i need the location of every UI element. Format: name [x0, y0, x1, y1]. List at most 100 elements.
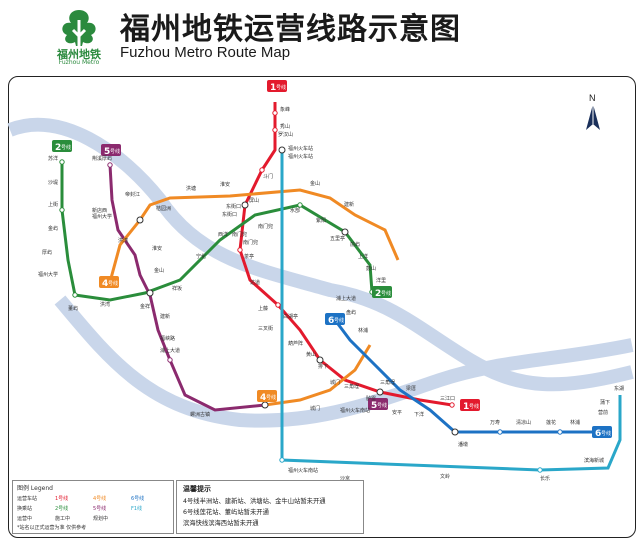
station-label[interactable]: 金屿 [48, 225, 58, 232]
station-marker[interactable] [72, 292, 78, 298]
station-label[interactable]: 福州火车南站 [288, 467, 318, 474]
station-label[interactable]: 福州火车南站 [340, 407, 370, 414]
station-label[interactable]: 螺洲古镇 [190, 411, 210, 418]
station-label[interactable]: 秀山 [280, 123, 290, 130]
station-label[interactable]: 福州火车站 [288, 153, 313, 160]
station-label[interactable]: 屏山 [249, 197, 259, 204]
interchange-marker[interactable] [341, 228, 349, 236]
station-marker[interactable] [167, 357, 173, 363]
station-label[interactable]: 洪湾 [100, 301, 110, 308]
station-label[interactable]: 洪塘 [186, 185, 196, 192]
station-marker[interactable] [272, 110, 278, 116]
line1-badge-north[interactable] [267, 80, 287, 92]
station-label[interactable]: 宁化 [196, 253, 206, 260]
station-label[interactable]: 浦上大道 [336, 295, 356, 302]
station-label[interactable]: 福峡路 [160, 335, 175, 342]
station-label[interactable]: 象峰 [280, 106, 290, 113]
station-label[interactable]: 五里亭 [330, 235, 345, 242]
station-label[interactable]: 洋里 [376, 277, 386, 284]
station-label[interactable]: 文岭 [440, 473, 450, 480]
station-label[interactable]: 城门 [310, 405, 320, 412]
line2-badge-east[interactable] [372, 286, 392, 298]
station-label[interactable]: 帝封江 [125, 191, 140, 198]
station-label[interactable]: 建新 [344, 201, 354, 208]
station-label[interactable]: 董屿 [68, 305, 78, 312]
station-label[interactable]: 三叉街 [258, 325, 273, 332]
station-label[interactable]: 白湖亭 [283, 313, 298, 320]
station-marker[interactable] [59, 207, 65, 213]
station-label[interactable]: 林浦 [570, 419, 580, 426]
station-label[interactable]: 蒲下 [600, 399, 610, 406]
station-marker[interactable] [59, 159, 65, 165]
station-label[interactable]: 鼓山 [366, 265, 376, 272]
station-marker[interactable] [237, 247, 243, 253]
station-marker[interactable] [272, 127, 278, 133]
station-label[interactable]: 荆溪厚屿 [92, 155, 112, 162]
station-label[interactable]: 福州大学 [92, 213, 112, 220]
station-label[interactable]: 滨海新城 [584, 457, 604, 464]
station-marker[interactable] [497, 429, 503, 435]
station-label[interactable]: 福州火车站 [288, 145, 313, 152]
station-label[interactable]: 上街 [48, 201, 58, 208]
station-label[interactable]: 南门兜 [258, 223, 273, 230]
station-label[interactable]: 前屿 [350, 241, 360, 248]
interchange-marker[interactable] [278, 146, 286, 154]
station-label[interactable]: 浦上大道 [160, 347, 180, 354]
station-label[interactable]: 建新 [160, 313, 170, 320]
station-label[interactable]: 斗门 [263, 173, 273, 180]
line4-badge-south[interactable] [257, 390, 277, 402]
station-label[interactable]: 葫芦阵 [288, 340, 303, 347]
station-label[interactable]: 桔园洲 [156, 205, 171, 212]
station-label[interactable]: 东湖 [614, 385, 624, 392]
station-label[interactable]: 南门兜 [232, 231, 247, 238]
station-label[interactable]: 东街口 [222, 211, 237, 218]
station-label[interactable]: 达道 [250, 279, 260, 286]
station-label[interactable]: 紫阳 [316, 217, 326, 224]
station-label[interactable]: 万寿 [490, 419, 500, 426]
interchange-marker[interactable] [376, 388, 384, 396]
station-label[interactable]: 新店西 [92, 207, 107, 214]
line6-badge-north[interactable] [325, 313, 345, 325]
station-marker[interactable] [449, 402, 455, 408]
station-label[interactable]: 梁厝 [406, 385, 416, 392]
station-label[interactable]: 黄山 [306, 351, 316, 358]
station-label[interactable]: 清凉山 [516, 419, 531, 426]
station-label[interactable]: 金山 [310, 180, 320, 187]
station-label[interactable]: 西洋 [218, 231, 228, 238]
station-label[interactable]: 福州大学 [38, 271, 58, 278]
station-marker[interactable] [107, 162, 113, 168]
station-label[interactable]: 安平 [392, 409, 402, 416]
station-label[interactable]: 洪湾 [118, 237, 128, 244]
interchange-marker[interactable] [316, 356, 324, 364]
station-marker[interactable] [275, 302, 281, 308]
station-marker[interactable] [557, 429, 563, 435]
interchange-marker[interactable] [136, 216, 144, 224]
station-label[interactable]: 东街口 [226, 203, 241, 210]
station-label[interactable]: 上洋 [358, 253, 368, 260]
station-label[interactable]: 水部 [290, 207, 300, 214]
station-marker[interactable] [537, 467, 543, 473]
station-label[interactable]: 金山 [154, 267, 164, 274]
station-label[interactable]: 潘墩 [458, 441, 468, 448]
station-label[interactable]: 盘屿 [346, 309, 356, 316]
interchange-marker[interactable] [241, 201, 249, 209]
station-label[interactable]: 长乐 [540, 475, 550, 482]
station-label[interactable]: 祥坂 [172, 285, 182, 292]
station-marker[interactable] [279, 457, 285, 463]
station-label[interactable]: 下洋 [414, 411, 424, 418]
line6-badge-east[interactable] [592, 426, 612, 438]
station-label[interactable]: 金祥 [140, 303, 150, 310]
station-label[interactable]: 厚屿 [42, 249, 52, 256]
station-label[interactable]: 三角埕 [380, 379, 395, 386]
station-label[interactable]: 林浦 [358, 327, 368, 334]
station-label[interactable]: 排下 [318, 363, 328, 370]
line5-badge-south[interactable] [368, 398, 388, 410]
line5-badge-north[interactable] [101, 144, 121, 156]
station-label[interactable]: 城门 [330, 379, 340, 386]
station-label[interactable]: 沙堤 [48, 179, 58, 186]
line2-badge-west[interactable] [52, 140, 72, 152]
station-label[interactable]: 淮安 [220, 181, 230, 188]
station-marker[interactable] [259, 167, 265, 173]
interchange-marker[interactable] [146, 289, 154, 297]
station-label[interactable]: 莲花 [546, 419, 556, 426]
